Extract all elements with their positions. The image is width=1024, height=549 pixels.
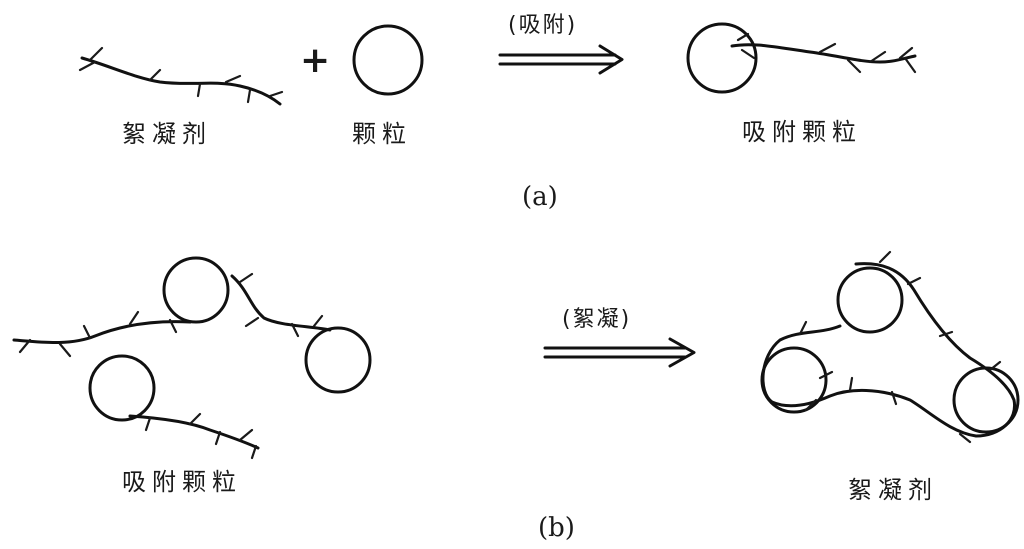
particle-b3	[88, 354, 156, 422]
adsorbed-particle-label: 吸附颗粒	[742, 118, 862, 146]
flocculant-label: 絮凝剂	[122, 120, 212, 148]
plus-sign: +	[300, 40, 330, 81]
panel-a-caption: (a)	[522, 182, 558, 212]
floc-aggregate	[760, 250, 1020, 444]
flocculant-result-label: 絮凝剂	[848, 476, 938, 504]
flocculation-arrow-label: (絮凝)	[562, 307, 631, 332]
adsorbed-particles-group	[12, 256, 372, 460]
panel-a: + 絮凝剂 颗粒 (吸附) 吸附颗粒 (a)	[78, 13, 917, 212]
floc-particle-top	[836, 266, 904, 334]
panel-b: 吸附颗粒 (絮凝) 絮凝剂 (b)	[12, 250, 1020, 543]
particle-label: 颗粒	[352, 120, 412, 148]
particle-circle	[352, 24, 424, 96]
panel-b-caption: (b)	[538, 513, 575, 543]
adsorbed-particle	[686, 22, 917, 94]
particle-b2	[304, 326, 372, 394]
adsorption-arrow-label: (吸附)	[508, 13, 577, 38]
flocculation-arrow: (絮凝)	[543, 307, 696, 368]
adsorption-arrow: (吸附)	[498, 13, 624, 75]
flocculant-chain	[78, 46, 284, 106]
adsorbed-particles-label: 吸附颗粒	[122, 468, 242, 496]
particle-b1	[162, 256, 230, 324]
adsorbed-particle-circle	[686, 22, 758, 94]
